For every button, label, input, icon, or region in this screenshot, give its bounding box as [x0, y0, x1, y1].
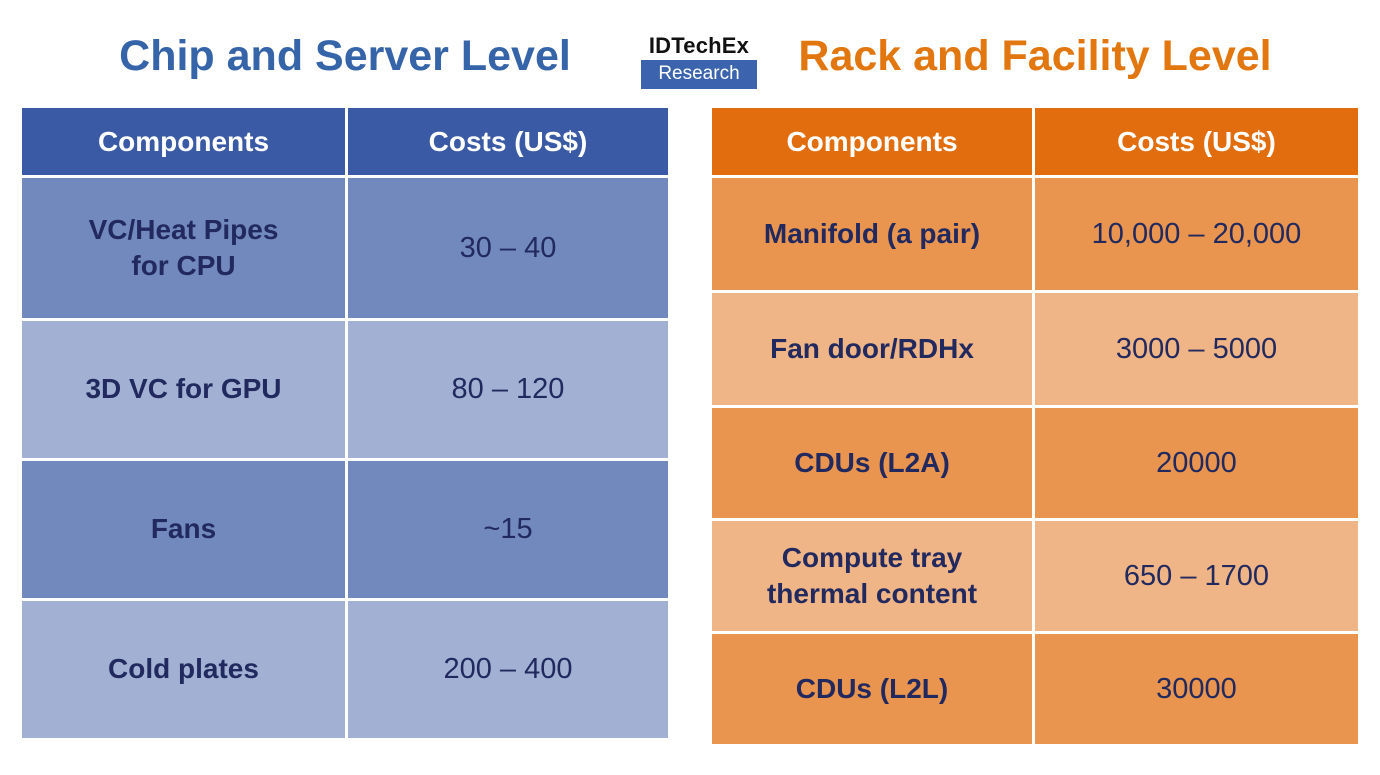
right-table-row-1-cost: 3000 – 5000 — [1035, 293, 1358, 405]
left-table-row-1-component: 3D VC for GPU — [22, 321, 345, 458]
right-table-row-4-component: CDUs (L2L) — [712, 634, 1032, 744]
right-table-row-4-cost: 30000 — [1035, 634, 1358, 744]
idtechex-logo: IDTechEx Research — [641, 33, 757, 89]
left-table-row-3-cost: 200 – 400 — [348, 601, 668, 738]
left-table-row-1-cost: 80 – 120 — [348, 321, 668, 458]
right-table-row-2-component: CDUs (L2A) — [712, 408, 1032, 518]
left-table-row-0-component: VC/Heat Pipes for CPU — [22, 178, 345, 318]
right-table-header-costs: Costs (US$) — [1035, 108, 1358, 175]
right-table-row-2-cost: 20000 — [1035, 408, 1358, 518]
page-title-left: Chip and Server Level — [119, 32, 571, 80]
idtechex-logo-research-badge: Research — [641, 60, 757, 89]
right-table: Components Costs (US$) Manifold (a pair)… — [712, 108, 1358, 744]
left-table-row-3-component: Cold plates — [22, 601, 345, 738]
right-table-header-components: Components — [712, 108, 1032, 175]
page-title-right: Rack and Facility Level — [798, 32, 1272, 80]
idtechex-logo-brand: IDTechEx — [648, 33, 750, 58]
right-table-row-0-component: Manifold (a pair) — [712, 178, 1032, 290]
left-table-row-2-cost: ~15 — [348, 461, 668, 598]
right-table-row-3-cost: 650 – 1700 — [1035, 521, 1358, 631]
left-table-header-costs: Costs (US$) — [348, 108, 668, 175]
left-table-header-components: Components — [22, 108, 345, 175]
right-table-row-1-component: Fan door/RDHx — [712, 293, 1032, 405]
right-table-row-3-component: Compute tray thermal content — [712, 521, 1032, 631]
left-table: Components Costs (US$) VC/Heat Pipes for… — [22, 108, 668, 738]
right-table-row-0-cost: 10,000 – 20,000 — [1035, 178, 1358, 290]
left-table-row-2-component: Fans — [22, 461, 345, 598]
left-table-row-0-cost: 30 – 40 — [348, 178, 668, 318]
